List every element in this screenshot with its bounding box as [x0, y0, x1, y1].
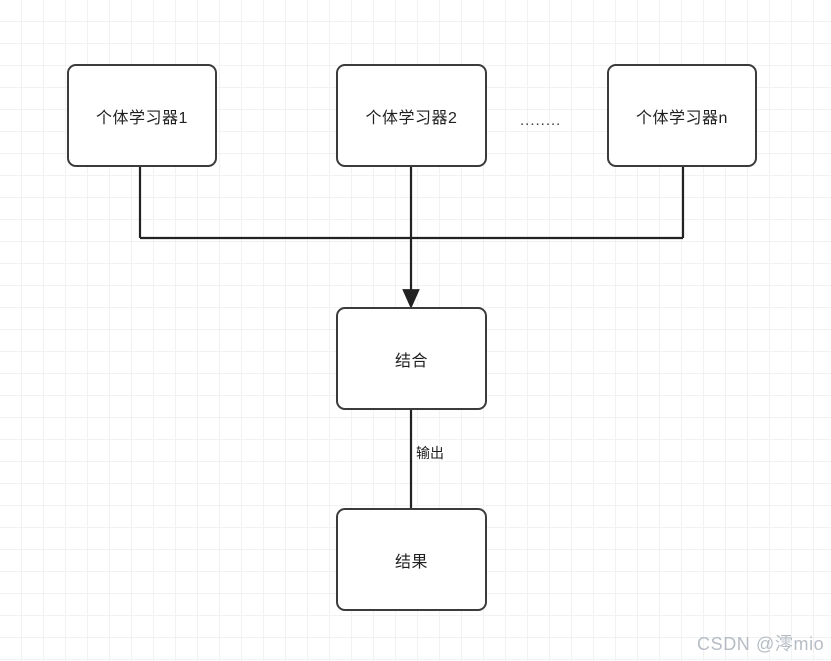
node-learner2[interactable]: 个体学习器2: [336, 64, 487, 167]
node-result[interactable]: 结果: [336, 508, 487, 611]
node-learner1[interactable]: 个体学习器1: [67, 64, 217, 167]
node-learner-n[interactable]: 个体学习器n: [607, 64, 757, 167]
edge-label-output: 输出: [416, 445, 444, 461]
node-result-label: 结果: [394, 553, 428, 571]
node-learner2-label: 个体学习器2: [365, 109, 458, 127]
ellipsis-label: ........: [520, 112, 562, 129]
watermark: CSDN @澪mio: [697, 634, 825, 654]
node-learner-n-label: 个体学习器n: [636, 109, 728, 127]
node-combine-label: 结合: [394, 352, 428, 370]
node-learner1-label: 个体学习器1: [96, 109, 188, 127]
node-combine[interactable]: 结合: [336, 307, 487, 410]
